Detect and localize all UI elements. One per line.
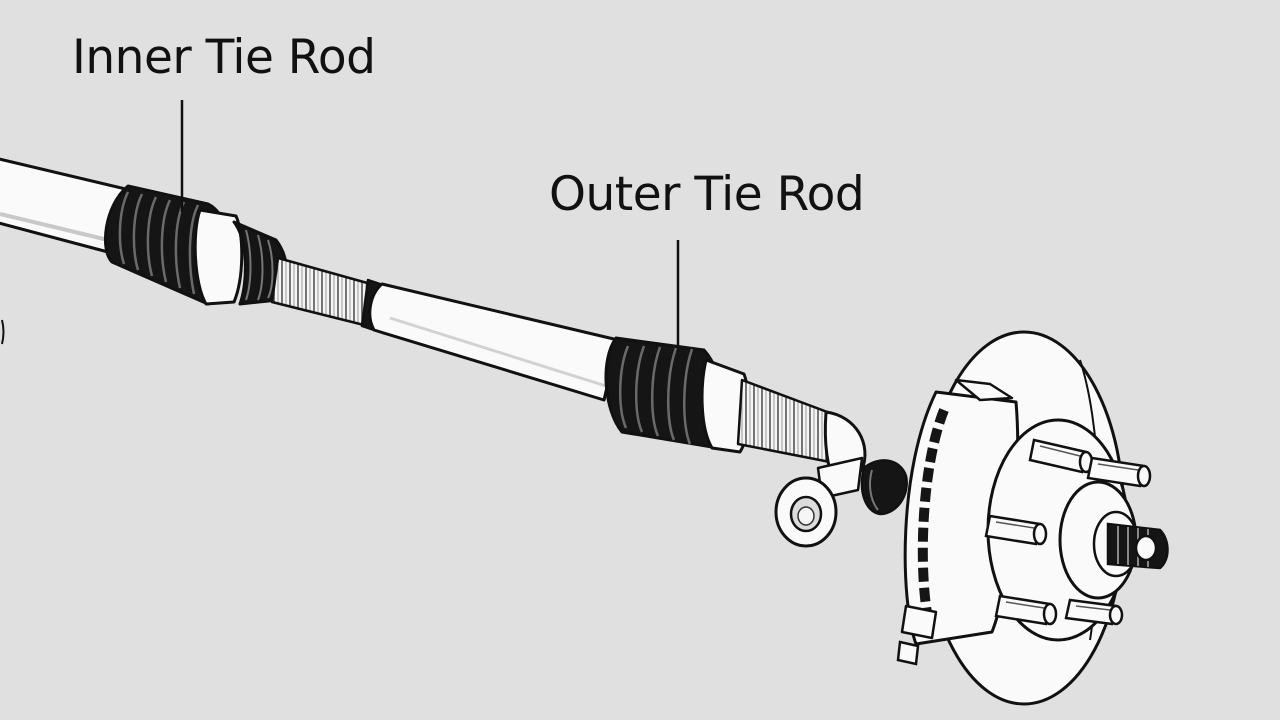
inner-tie-rod-label: Inner Tie Rod (72, 30, 376, 85)
outer-boot (604, 336, 751, 454)
inner-boot (104, 184, 289, 306)
wheel-studs (984, 438, 1152, 626)
tie-rod-end (736, 378, 908, 548)
outer-tie-rod-label: Outer Tie Rod (549, 167, 865, 222)
shaft (270, 256, 620, 402)
